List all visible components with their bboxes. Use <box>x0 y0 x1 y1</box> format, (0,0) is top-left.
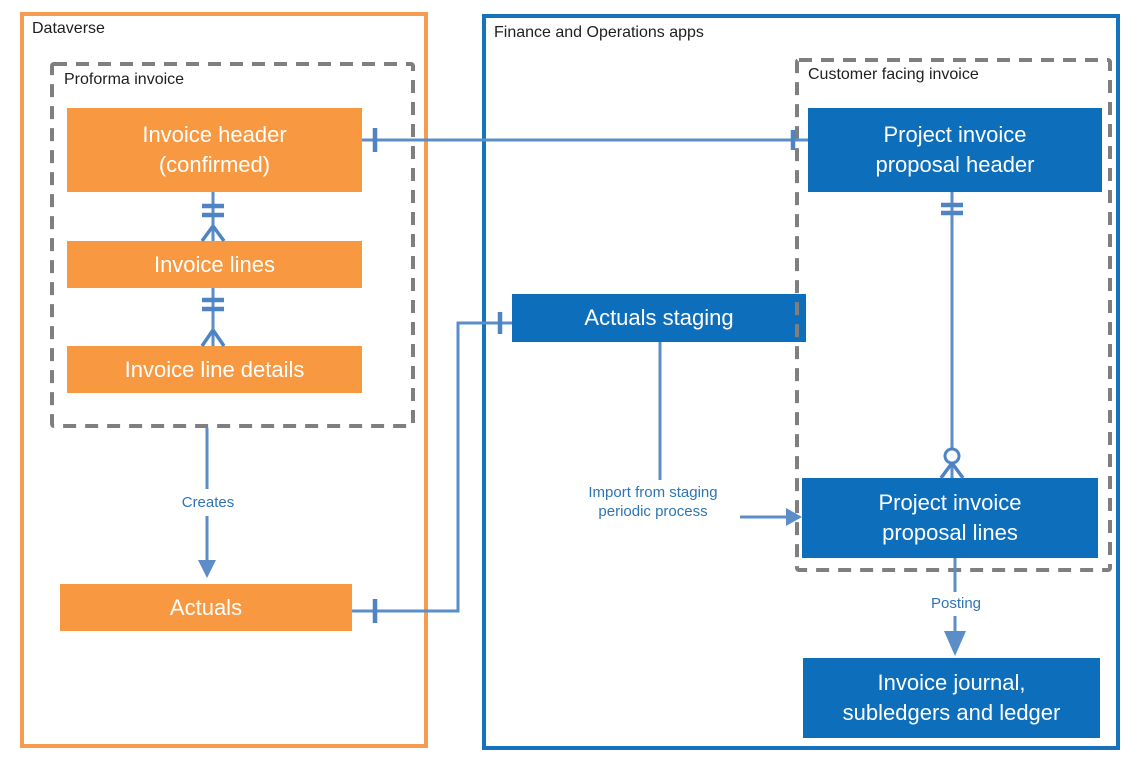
finance-operations-label: Finance and Operations apps <box>494 24 704 41</box>
project-invoice-proposal-lines-box: Project invoice proposal lines <box>802 478 1098 558</box>
posting-label: Posting <box>930 595 982 612</box>
invoice-header-box: Invoice header (confirmed) <box>67 108 362 192</box>
actuals-box: Actuals <box>60 584 352 631</box>
actuals-staging-box: Actuals staging <box>512 294 806 342</box>
invoice-line-details-box: Invoice line details <box>67 346 362 393</box>
customer-facing-invoice-group-label: Customer facing invoice <box>808 66 979 83</box>
invoice-lines-box: Invoice lines <box>67 241 362 288</box>
creates-label: Creates <box>181 494 235 511</box>
invoice-journal-box: Invoice journal, subledgers and ledger <box>803 658 1100 738</box>
proforma-invoice-group-label: Proforma invoice <box>64 71 185 88</box>
dataverse-label: Dataverse <box>32 20 105 37</box>
import-from-staging-label: Import from staging periodic process <box>588 484 718 520</box>
project-invoice-proposal-header-box: Project invoice proposal header <box>808 108 1102 192</box>
